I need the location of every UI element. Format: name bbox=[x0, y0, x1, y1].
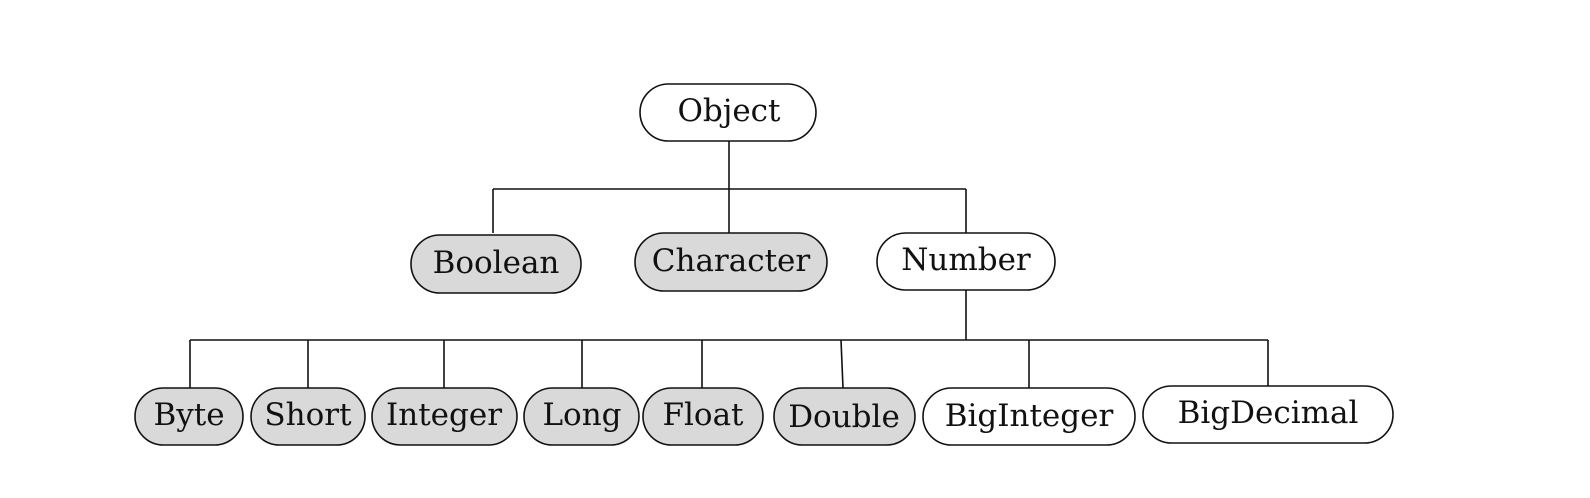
node-byte: Byte bbox=[134, 387, 244, 446]
connectors-number bbox=[189, 289, 1269, 389]
node-bigdecimal: BigDecimal bbox=[1142, 385, 1394, 444]
node-boolean: Boolean bbox=[410, 234, 582, 294]
node-boolean-label: Boolean bbox=[433, 245, 560, 281]
node-double: Double bbox=[773, 387, 916, 446]
node-character-label: Character bbox=[652, 243, 811, 279]
node-number: Number bbox=[876, 232, 1056, 291]
node-float: Float bbox=[642, 387, 764, 446]
node-short-label: Short bbox=[264, 397, 352, 433]
node-byte-label: Byte bbox=[153, 397, 224, 433]
node-biginteger-label: BigInteger bbox=[945, 398, 1114, 434]
node-short: Short bbox=[250, 387, 366, 446]
node-character: Character bbox=[634, 232, 828, 292]
node-bigdecimal-label: BigDecimal bbox=[1178, 395, 1359, 431]
connector-to-double bbox=[840, 339, 844, 389]
node-integer: Integer bbox=[371, 387, 518, 446]
node-number-label: Number bbox=[901, 242, 1031, 278]
node-integer-label: Integer bbox=[386, 397, 502, 433]
node-object: Object bbox=[639, 83, 817, 142]
node-object-label: Object bbox=[677, 93, 781, 129]
node-float-label: Float bbox=[662, 397, 744, 433]
node-long-label: Long bbox=[542, 397, 621, 433]
node-biginteger: BigInteger bbox=[922, 387, 1136, 446]
connectors-object bbox=[492, 140, 967, 233]
node-long: Long bbox=[523, 387, 640, 446]
node-double-label: Double bbox=[788, 399, 900, 435]
